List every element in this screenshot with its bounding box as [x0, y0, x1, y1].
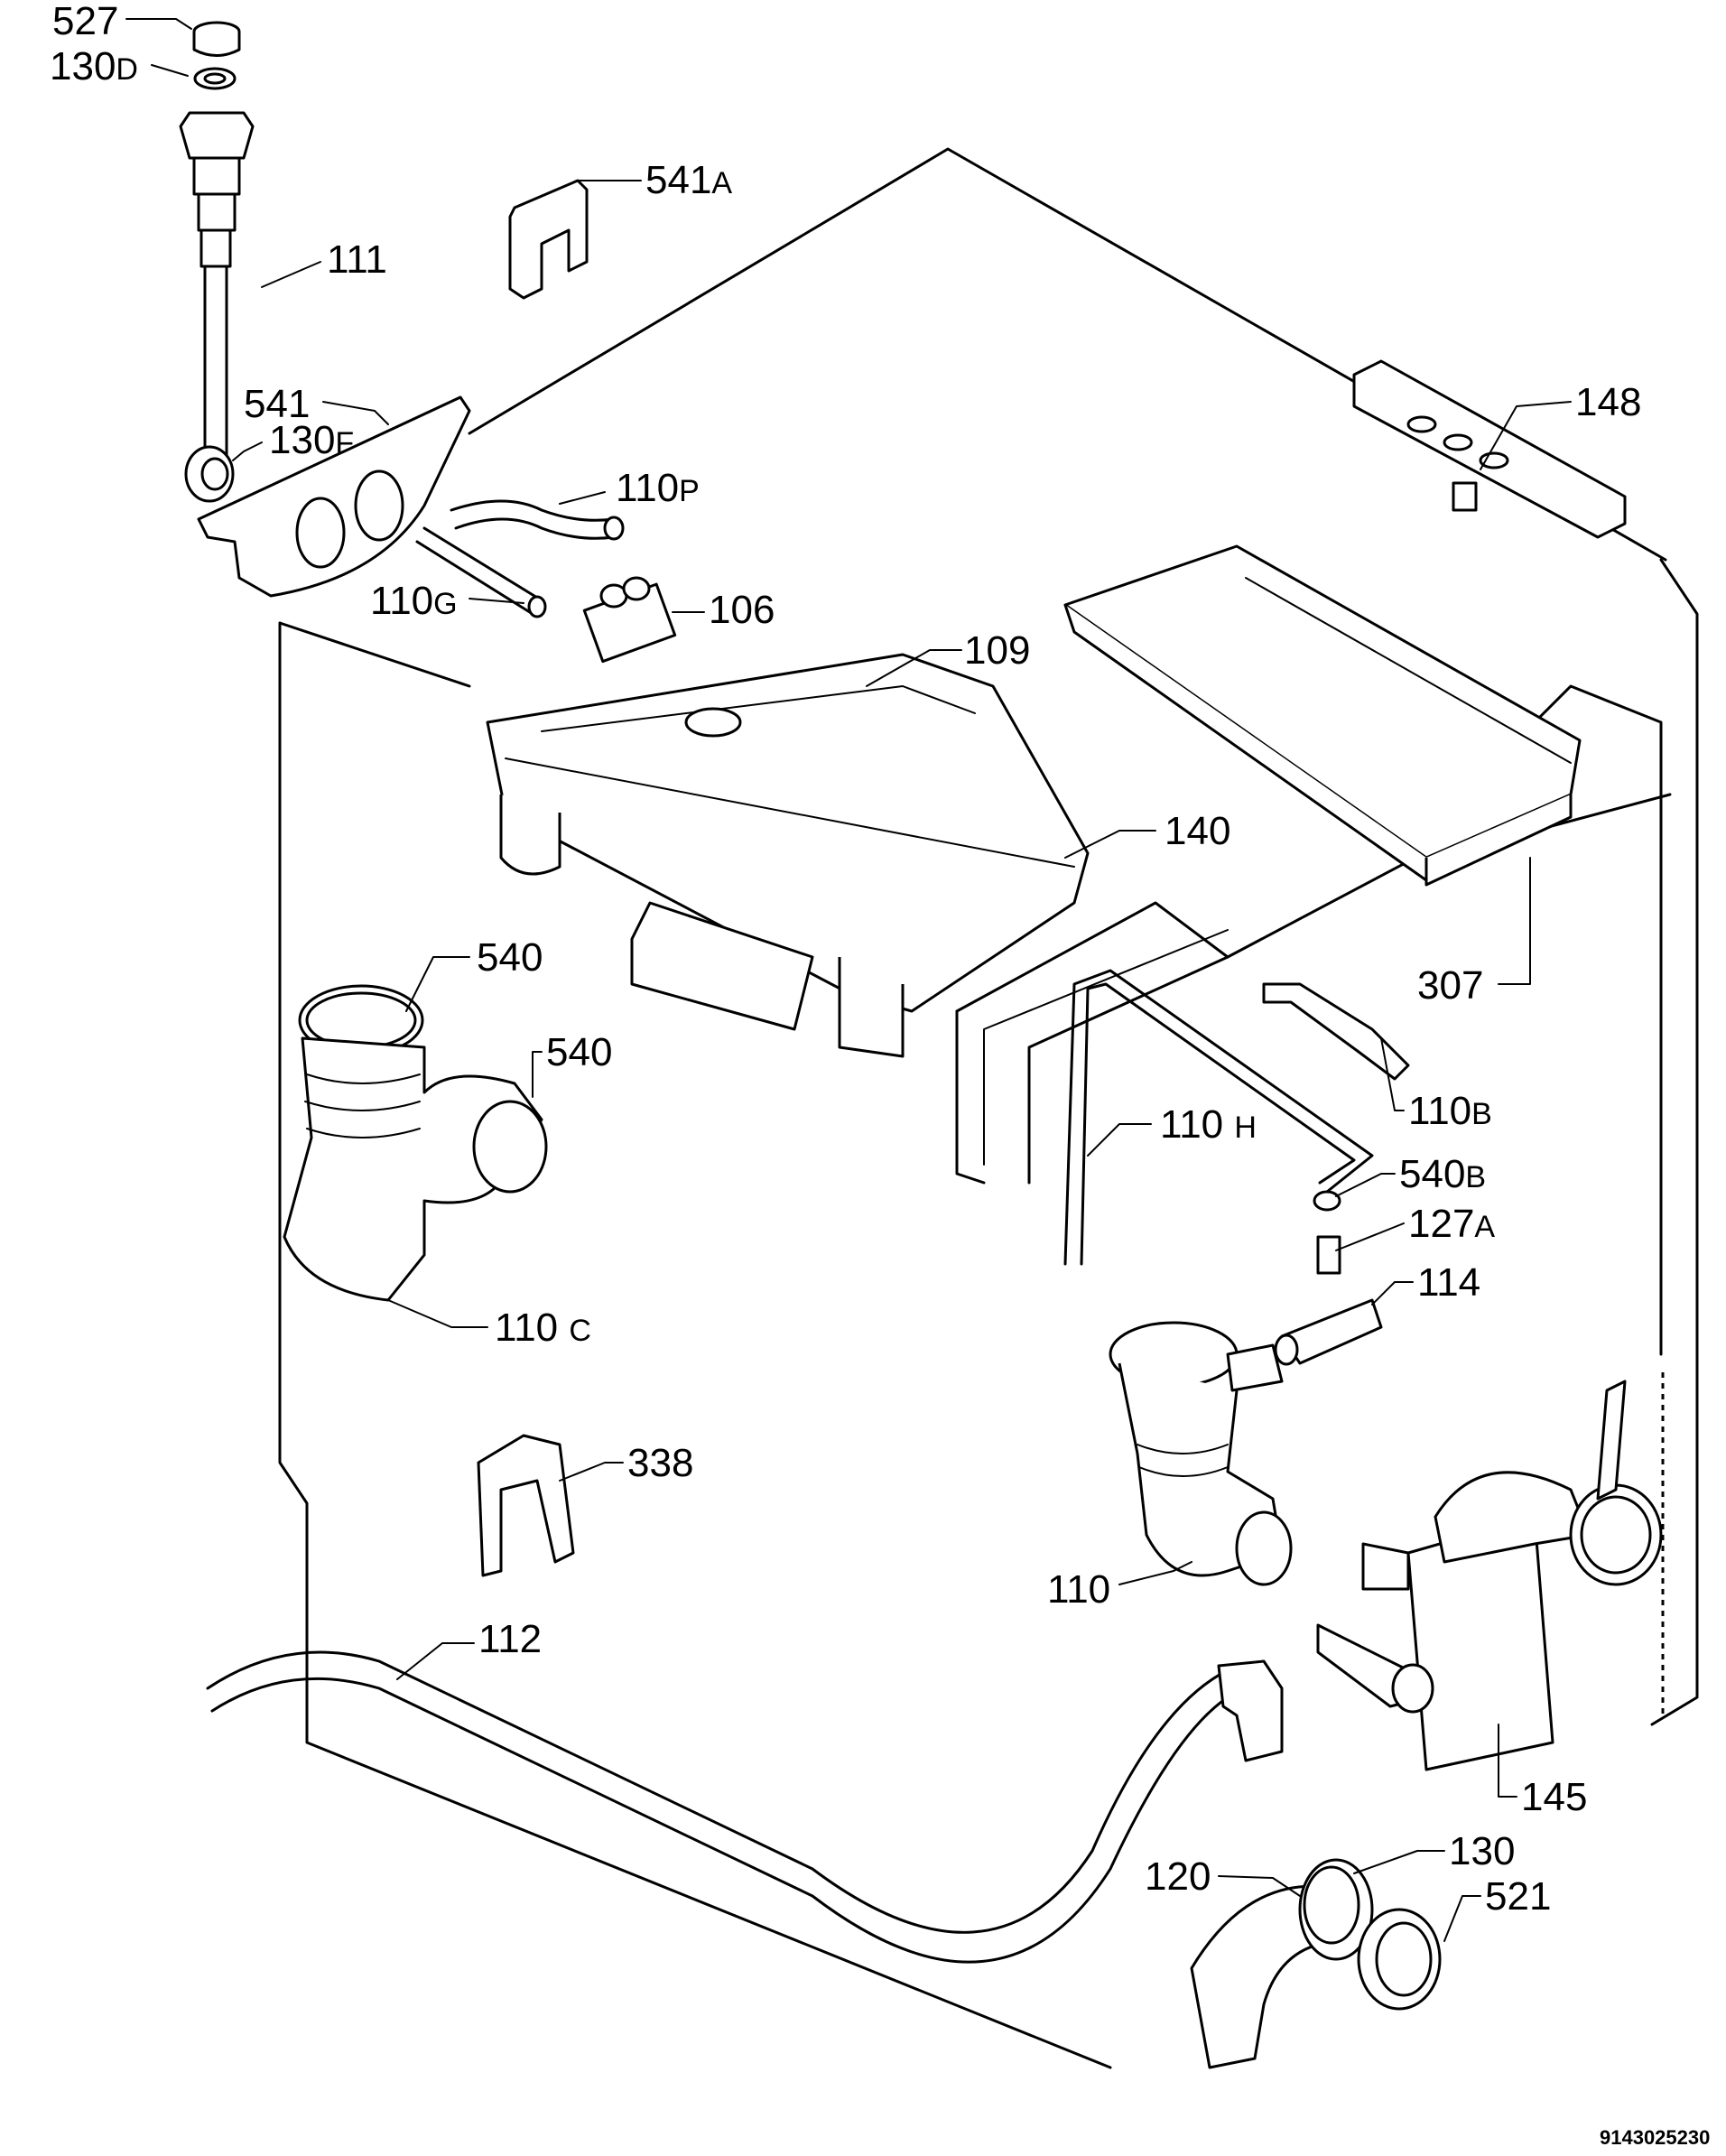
callout-110b: 110B	[1408, 1089, 1492, 1133]
part-541a-clip	[508, 179, 589, 300]
part-130d-washer	[193, 67, 237, 90]
part-148-top-bracket	[1352, 359, 1627, 539]
callout-148: 148	[1575, 380, 1641, 424]
part-110p-hose	[450, 499, 625, 541]
callout-110p: 110P	[616, 466, 700, 510]
part-111-inlet-hose	[179, 111, 255, 476]
callout-540b: 540B	[1399, 1152, 1486, 1196]
part-540b-clip	[1313, 1190, 1341, 1212]
part-540-clamp	[298, 984, 424, 1056]
part-106-valve	[582, 576, 677, 664]
part-338-clip	[477, 1434, 575, 1577]
callout-307: 307	[1417, 963, 1483, 1008]
part-521-cap	[1357, 1908, 1442, 2011]
callout-112: 112	[478, 1617, 542, 1661]
callout-540-lower: 540	[546, 1030, 612, 1074]
part-130f-grommet	[184, 445, 235, 503]
callout-130: 130	[1449, 1829, 1515, 1873]
part-127a-plug	[1316, 1235, 1341, 1275]
leader-lines	[125, 18, 1572, 1942]
part-130-seal	[1303, 1865, 1360, 1945]
part-110h-tube	[1063, 969, 1374, 1266]
callout-527: 527	[52, 0, 118, 43]
callout-110c: 110 C	[495, 1306, 591, 1350]
callout-110g: 110G	[370, 579, 458, 623]
part-114-tube	[1274, 1298, 1383, 1366]
part-110-elbow-bellows	[1109, 1321, 1293, 1586]
callout-541a: 541A	[645, 158, 732, 202]
callout-521: 521	[1485, 1874, 1551, 1919]
callout-127a: 127A	[1408, 1202, 1495, 1246]
callout-labels: 527 130D 541A 111 541 130F 110P 148 110G…	[50, 0, 1710, 2149]
part-527-nut	[192, 21, 241, 57]
callout-130f: 130F	[269, 418, 354, 462]
callout-130d: 130D	[50, 44, 138, 88]
reference-number: 9143025230	[1600, 2126, 1710, 2149]
callout-110h: 110 H	[1160, 1102, 1257, 1147]
callout-111: 111	[327, 237, 387, 282]
part-145-pump	[1316, 1380, 1663, 1771]
callout-120: 120	[1145, 1854, 1211, 1899]
part-109-dispenser-housing	[486, 653, 1090, 1058]
callout-140: 140	[1165, 809, 1230, 853]
part-112-drain-hose	[206, 1650, 1284, 1964]
part-110c-bellows	[283, 1036, 548, 1302]
callout-106: 106	[709, 588, 775, 632]
callout-114: 114	[1417, 1260, 1480, 1305]
part-541-panel	[197, 395, 471, 598]
callout-109: 109	[964, 628, 1030, 673]
callout-110: 110	[1047, 1567, 1110, 1612]
callout-145: 145	[1521, 1775, 1587, 1819]
callout-338: 338	[627, 1441, 693, 1485]
part-307-dispenser-drawer	[1063, 544, 1582, 887]
part-110b-hose	[1262, 982, 1410, 1081]
callout-541: 541	[244, 382, 310, 426]
callout-540-upper: 540	[477, 935, 543, 980]
